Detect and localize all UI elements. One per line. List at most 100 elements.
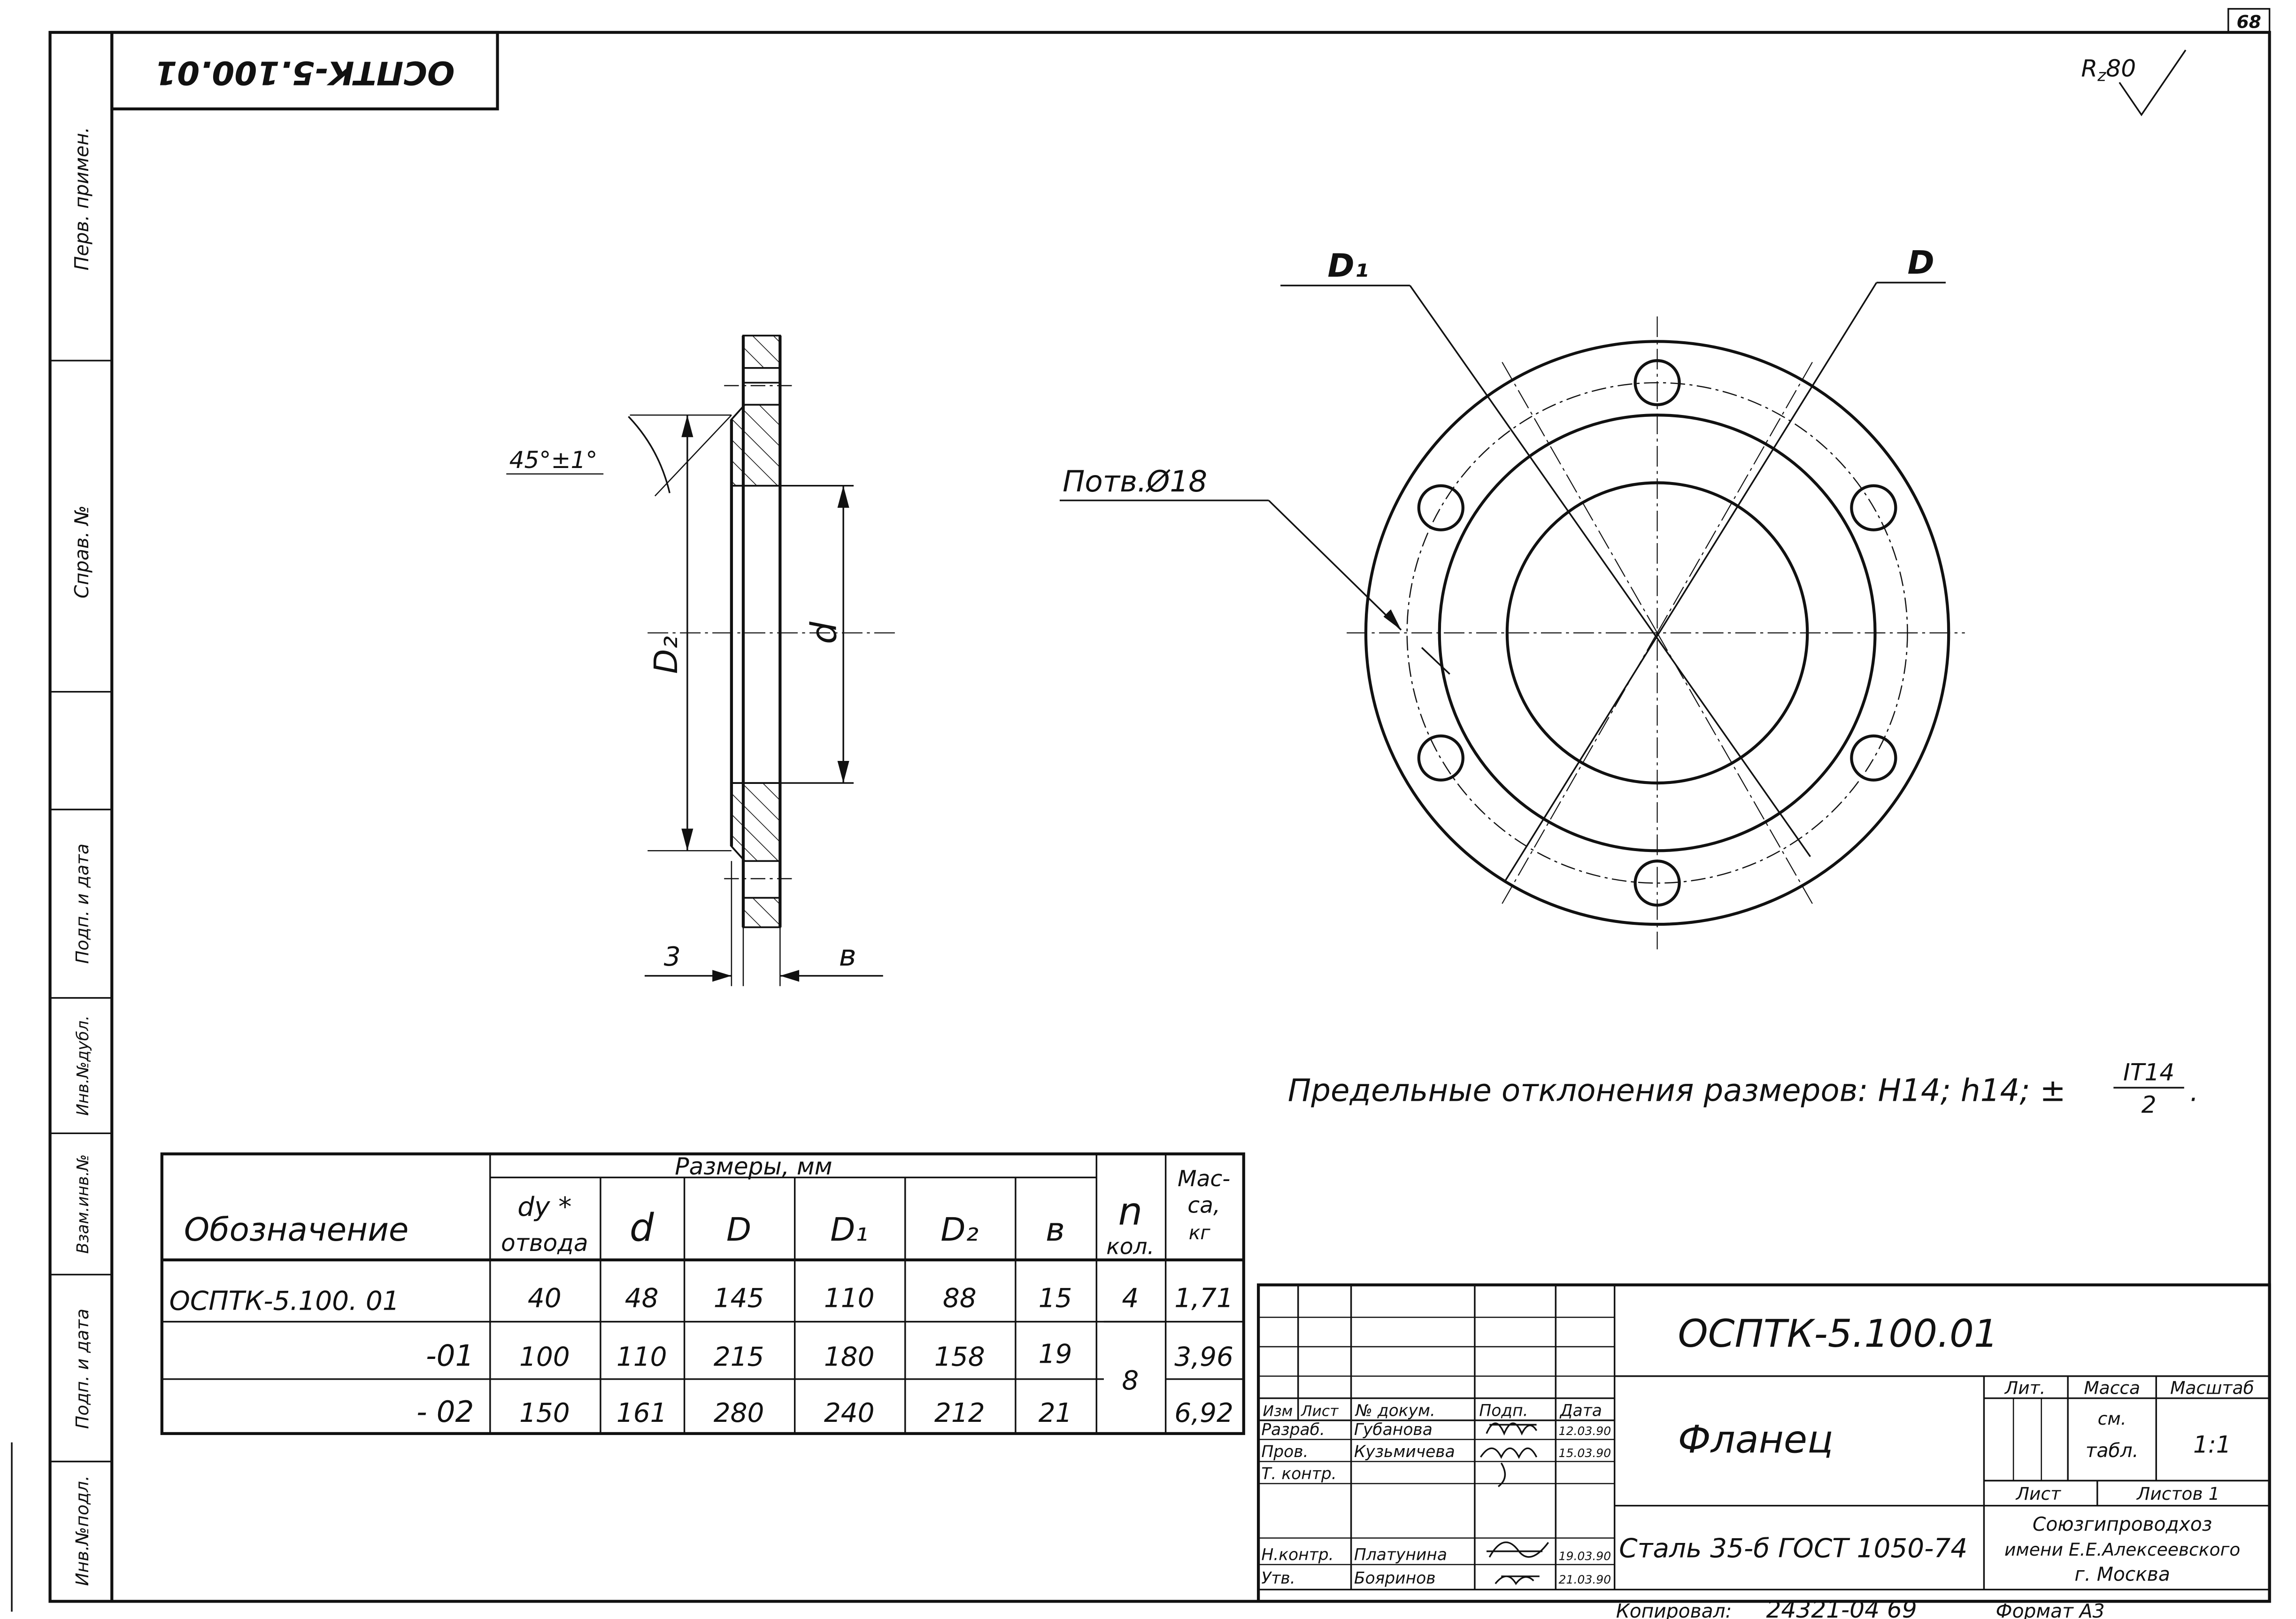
tolerance-end: . [2190,1077,2198,1107]
cell-designation: -01 [426,1339,474,1373]
hdr-podp: Подп. [1479,1401,1528,1420]
cell-n: 4 [1122,1283,1139,1313]
title-designation: ОСПТК-5.100.01 [1678,1312,1998,1356]
col-D: D [726,1211,751,1249]
person-name: Платунина [1354,1546,1447,1565]
col-dy: dу * [517,1192,571,1222]
margin-label-sprav-no: Справ. № [70,506,93,598]
copied-value: 24321-04 69 [1766,1596,1917,1619]
hdr-data: Дата [1559,1401,1602,1420]
cell-d: 110 [616,1342,667,1373]
copy-footer: Копировал: 24321-04 69 Формат А3 [1616,1596,2105,1619]
flange-section-view: D₂ d 45°±1° 3 в [506,335,898,986]
bolt-holes [1417,359,1897,907]
roughness-mark: Rz80 [2081,49,2187,116]
table-row: -01 100 110 215 180 158 19 8 3,96 [426,1339,1233,1396]
role-label: Разраб. [1261,1420,1325,1439]
org-line-2: имени Е.Е.Алексеевского [2004,1539,2240,1560]
corner-designation: ОСПТК-5.100.01 [154,54,455,91]
signature-row: Разраб. Губанова 12.03.90 [1261,1420,1611,1439]
thickness-label: в [839,938,856,973]
col-D2: D₂ [940,1211,978,1249]
table-row: - 02 150 161 280 240 212 21 6,92 [416,1395,1233,1429]
cell-d: 48 [625,1283,659,1313]
format-label: Формат А3 [1996,1600,2105,1619]
corner-stamp: ОСПТК-5.100.01 [110,31,499,111]
mass-value-2: табл. [2086,1439,2139,1462]
chamfer-angle-label: 45°±1° [509,446,598,474]
hdr-izm: Изм [1263,1403,1293,1420]
scale-value: 1:1 [2193,1431,2231,1458]
cell-d: 161 [616,1398,667,1428]
sign-date: 19.03.90 [1559,1550,1611,1563]
dims-group-header: Размеры, мм [675,1152,832,1180]
signature-row: Утв. Бояринов 21.03.90 [1261,1569,1611,1588]
d-dimension-label: d [803,621,844,644]
col-mass-2: са, [1187,1193,1220,1219]
cell-dy: 40 [528,1283,562,1313]
tolerance-fraction-top: IT14 [2123,1058,2174,1086]
cell-D: 145 [714,1283,764,1313]
hole-callout-label: Потв.Ø18 [1063,464,1207,499]
sign-date: 15.03.90 [1559,1446,1611,1460]
col-n-2: кол. [1106,1234,1154,1259]
margin-label-inv-podl: Инв.№подл. [72,1475,92,1586]
margin-label-podp-data-2: Подп. и дата [72,1309,92,1429]
person-name: Бояринов [1354,1569,1436,1588]
title-material: Сталь 35-б ГОСТ 1050-74 [1619,1533,1967,1564]
cell-designation: - 02 [416,1395,474,1429]
col-mass-3: кг [1189,1221,1211,1244]
bolt-hole [1633,859,1681,907]
cell-D2: 88 [943,1283,977,1313]
page-number: 68 [2237,12,2261,32]
bolt-hole [1417,734,1464,782]
title-block: ОСПТК-5.100.01 Фланец Сталь 35-б ГОСТ 10… [1256,1283,2271,1603]
margin-label-inv-dubl: Инв.№дубл. [74,1015,92,1116]
d1-label: D₁ [1327,247,1368,284]
person-name: Губанова [1354,1420,1433,1439]
sheets-label: Листов 1 [2136,1483,2219,1504]
hdr-doc: № докум. [1355,1401,1435,1420]
cell-b: 15 [1039,1283,1072,1313]
cell-mass: 3,96 [1174,1342,1233,1373]
cell-n: 8 [1122,1366,1139,1396]
cell-designation: ОСПТК-5.100. 01 [169,1286,399,1317]
roughness-symbol: Rz80 [2081,54,2136,85]
bolt-hole [1633,359,1681,407]
cell-mass: 6,92 [1174,1398,1233,1428]
chamfer-dimension-label: 3 [664,942,681,972]
cell-D: 280 [714,1398,764,1428]
bolt-hole [1850,484,1897,531]
scale-label: Масштаб [2170,1377,2254,1398]
copied-label: Копировал: [1616,1600,1732,1619]
sign-date: 12.03.90 [1559,1424,1611,1438]
col-b: в [1046,1211,1065,1249]
cell-D1: 110 [824,1283,875,1313]
col-n: n [1118,1189,1143,1234]
sheet-label: Лист [2015,1483,2061,1504]
margin-label-podp-data-1: Подп. и дата [72,844,92,964]
sign-date: 21.03.90 [1559,1573,1611,1587]
outer-d-label: D [1907,244,1934,282]
role-label: Н.контр. [1261,1546,1333,1565]
cell-D1: 240 [824,1398,875,1428]
cell-D1: 180 [824,1342,875,1373]
lit-label: Лит. [2004,1377,2046,1398]
flange-plan-view: D₁ D Потв.Ø18 [1059,244,1965,950]
role-label: Пров. [1261,1443,1308,1461]
table-row: ОСПТК-5.100. 01 40 48 145 110 88 15 4 1,… [169,1283,1233,1316]
tolerance-note: Предельные отклонения размеров: H14; h14… [1288,1058,2198,1118]
role-label: Т. контр. [1261,1465,1336,1483]
handwritten-signatures [1479,1422,1549,1585]
tolerance-note-text: Предельные отклонения размеров: H14; h14… [1288,1072,2066,1108]
role-label: Утв. [1261,1569,1295,1588]
margin-labels: Перв. примен. Справ. № Подп. и дата Инв.… [70,127,93,1586]
signature-row: Н.контр. Платунина 19.03.90 [1261,1546,1611,1565]
page-number-box: 68 [2227,8,2271,33]
signature-row: Пров. Кузьмичева 15.03.90 [1261,1443,1611,1461]
tolerance-fraction-bottom: 2 [2142,1090,2157,1118]
col-D1: D₁ [830,1211,868,1249]
cell-dy: 100 [519,1342,570,1373]
col-mass: Мас- [1178,1166,1230,1192]
